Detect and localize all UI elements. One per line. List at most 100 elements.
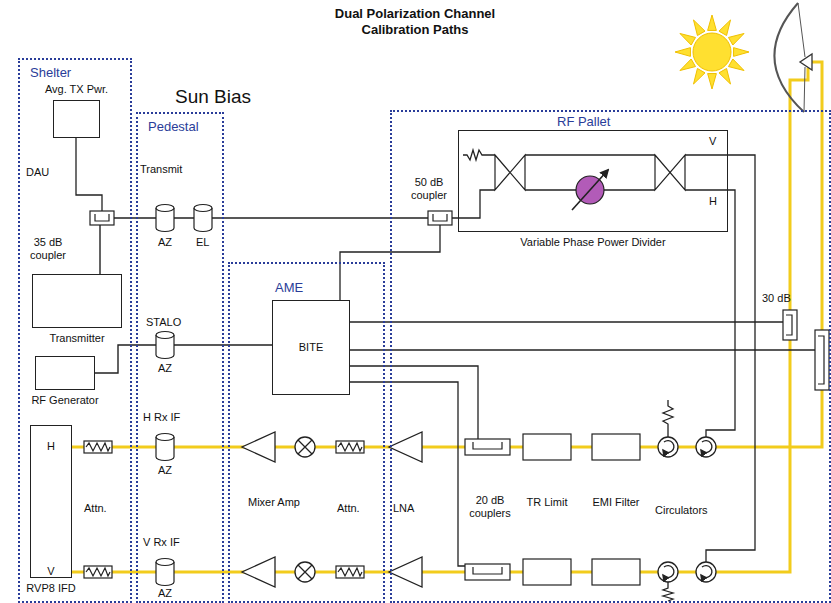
region-label: Shelter [30,65,71,81]
wire [350,349,815,350]
amplifier-symbol [389,557,422,587]
directional-coupler [90,211,114,225]
sun-ray [708,74,717,89]
part-name: TR Limit [521,496,573,509]
attenuator-symbol [84,566,112,578]
wire [350,382,465,566]
phase-shifter [572,170,608,210]
circulator-symbol [658,562,678,582]
antenna-dish [804,67,805,112]
wire [76,138,815,601]
wire [685,154,728,155]
sun [675,15,749,89]
part-name: Attn. [84,502,107,515]
node-label: RVP8 IFD [26,582,75,595]
region-outline: AME BITE [228,262,385,603]
rotary-joint [156,434,174,461]
part-name: EMI Filter [590,496,642,509]
rotary-joint [156,205,212,586]
wire [350,321,783,322]
bite-box: BITE [272,300,350,395]
signal-name: H Rx IF [143,411,180,424]
filter-box [592,559,640,585]
circulator-symbol [658,437,678,457]
wire [706,190,735,437]
amplifier-symbol [242,557,275,587]
antenna-dish [774,3,812,112]
node-label: RF Generator [31,394,98,407]
waveguide-connector [95,345,272,373]
node-label: H [47,440,55,453]
rotary-joint [156,205,174,232]
wire [76,138,102,211]
rx-signal-path [72,68,808,572]
node-label: Variable Phase Power Divider [520,236,665,249]
part-name: LNA [393,502,414,515]
node-label: BITE [299,341,323,354]
directional-coupler [815,330,829,390]
hybrid-symbol [655,155,685,190]
filter-box [523,434,571,460]
directional-coupler [783,310,797,340]
region-outline: RF PalletVHVariable Phase Power Divider [390,110,831,603]
directional-coupler [818,336,824,384]
circulator-symbol [696,437,716,457]
phase-shifter [572,170,608,210]
hybrid-symbol [495,155,525,190]
circulator-symbol [696,562,716,582]
wire [685,189,728,190]
signal-name: DAU [26,166,49,179]
node-label: V [709,135,716,148]
directional-coupler [428,211,452,225]
amplifier-symbol [389,432,422,462]
meter-box: Avg. TX Pwr. [53,100,100,138]
part-name: 30 dB [762,292,791,305]
antenna-dish [800,54,812,70]
sun-ray [719,20,731,36]
generator-box: RF Generator [35,356,95,390]
rotary-joint [156,332,174,359]
wire [604,189,655,190]
rx-signal-path [72,62,822,447]
sun-ray [708,15,717,30]
node-label: Avg. TX Pwr. [45,83,108,96]
antenna-dish [798,3,805,57]
antenna-dish [774,3,804,112]
power-divider-box: VHVariable Phase Power Divider [458,130,728,232]
sun [693,33,731,71]
sun-ray [694,68,706,84]
region-label: Pedestal [148,119,199,135]
node-label: H [709,195,717,208]
sun-ray [734,48,749,57]
title-text: Dual Polarization Channel Calibration Pa… [305,6,525,39]
receiver-box: HVRVP8 IFD [30,425,72,578]
rotary-joint [194,205,212,232]
amplifier-symbol [242,432,275,462]
rotary-joint [156,559,174,586]
wire [706,155,755,562]
mixer-symbol [295,562,315,582]
sun-ray [728,34,744,46]
attenuator-symbol [336,441,364,453]
joint-axis: AZ [158,464,172,477]
joint-axis: AZ [158,587,172,600]
signal-name: STALO [146,316,181,329]
part-name: Circulators [655,504,708,517]
sun-ray [680,34,696,46]
part-name: 35 dB coupler [22,236,74,262]
wire [463,150,495,160]
directional-coupler [786,315,792,335]
signal-name: V Rx IF [143,536,180,549]
part-name: Transmit [140,163,182,176]
wire [525,154,655,155]
node-label: V [47,565,54,578]
filter-box [523,559,571,585]
region-label: AME [275,280,303,296]
heading-label: Sun Bias [175,86,251,109]
sun-ray [680,59,696,71]
region-outline: Pedestal [136,112,224,603]
diagram-title: Dual Polarization Channel Calibration Pa… [305,6,525,39]
transmitter-box: Transmitter [32,274,122,328]
